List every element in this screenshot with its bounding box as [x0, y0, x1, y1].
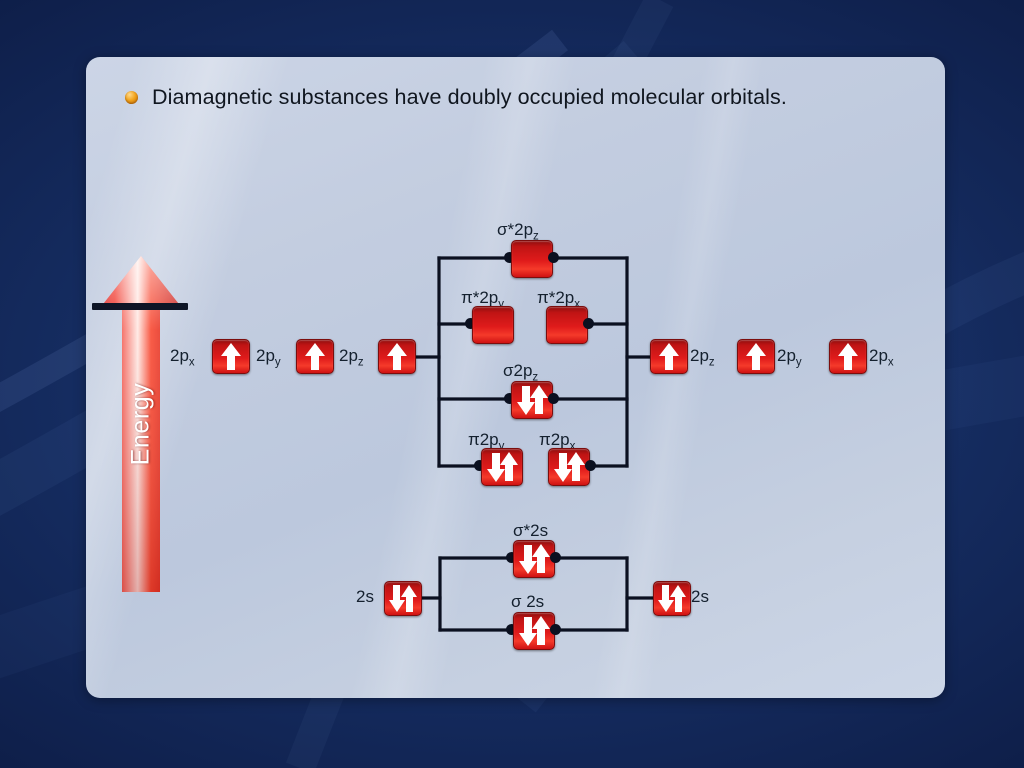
energy-axis: Energy — [92, 254, 188, 594]
content-panel — [86, 57, 945, 698]
energy-baseline — [92, 303, 188, 310]
mo-pi-2py-box[interactable] — [481, 448, 523, 486]
ao-right-2s-label: 2s — [691, 587, 709, 606]
mo-pi-star-2py-label: π*2py — [461, 288, 505, 311]
ao-left-2px-label: 2px — [170, 346, 195, 369]
mo-sigma-2s-box[interactable] — [513, 612, 555, 650]
ao-left-2pz-label: 2pz — [339, 346, 364, 369]
mo-pi-star-2px-label: π*2px — [537, 288, 581, 311]
ao-left-2pz-box[interactable] — [378, 339, 416, 374]
ao-left-2s-label: 2s — [356, 587, 374, 606]
ao-left-2s-box[interactable] — [384, 581, 422, 616]
connector-dot — [504, 252, 515, 263]
headline-text: Diamagnetic substances have doubly occup… — [152, 85, 787, 109]
connector-dot — [550, 552, 561, 563]
ao-right-2s-box[interactable] — [653, 581, 691, 616]
mo-sigma-2pz-box[interactable] — [511, 381, 553, 419]
mo-pi-2px-label: π2px — [539, 430, 576, 453]
connector-dot — [465, 318, 476, 329]
ao-right-2px-label: 2px — [869, 346, 894, 369]
connector-dot — [550, 624, 561, 635]
connector-dot — [474, 460, 485, 471]
connector-dot — [506, 624, 517, 635]
ao-right-2pz-label: 2pz — [690, 346, 715, 369]
mo-pi-star-2px-box[interactable] — [546, 306, 588, 344]
ao-right-2py-label: 2py — [777, 346, 802, 369]
mo-sigma-star-2pz-box[interactable] — [511, 240, 553, 278]
ao-left-2py-label: 2py — [256, 346, 281, 369]
connector-dot — [504, 393, 515, 404]
mo-sigma-star-2s-label: σ*2s — [513, 521, 549, 540]
headline: Diamagnetic substances have doubly occup… — [125, 85, 787, 110]
connector-dot — [583, 318, 594, 329]
ao-left-2px-box[interactable] — [212, 339, 250, 374]
energy-arrow-icon — [100, 256, 182, 592]
connector-dot — [548, 393, 559, 404]
ao-left-2py-box[interactable] — [296, 339, 334, 374]
mo-pi-2py-label: π2py — [468, 430, 505, 453]
bullet-icon — [125, 91, 138, 104]
ao-right-2pz-box[interactable] — [650, 339, 688, 374]
ao-right-2py-box[interactable] — [737, 339, 775, 374]
connector-dot — [548, 252, 559, 263]
mo-sigma-star-2pz-label: σ*2pz — [497, 220, 539, 243]
mo-sigma-star-2s-box[interactable] — [513, 540, 555, 578]
mo-pi-star-2py-box[interactable] — [472, 306, 514, 344]
connector-dot — [585, 460, 596, 471]
mo-pi-2px-box[interactable] — [548, 448, 590, 486]
mo-sigma-2s-label: σ 2s — [511, 592, 545, 611]
ao-right-2px-box[interactable] — [829, 339, 867, 374]
connector-dot — [506, 552, 517, 563]
mo-sigma-2pz-label: σ2pz — [503, 361, 539, 384]
